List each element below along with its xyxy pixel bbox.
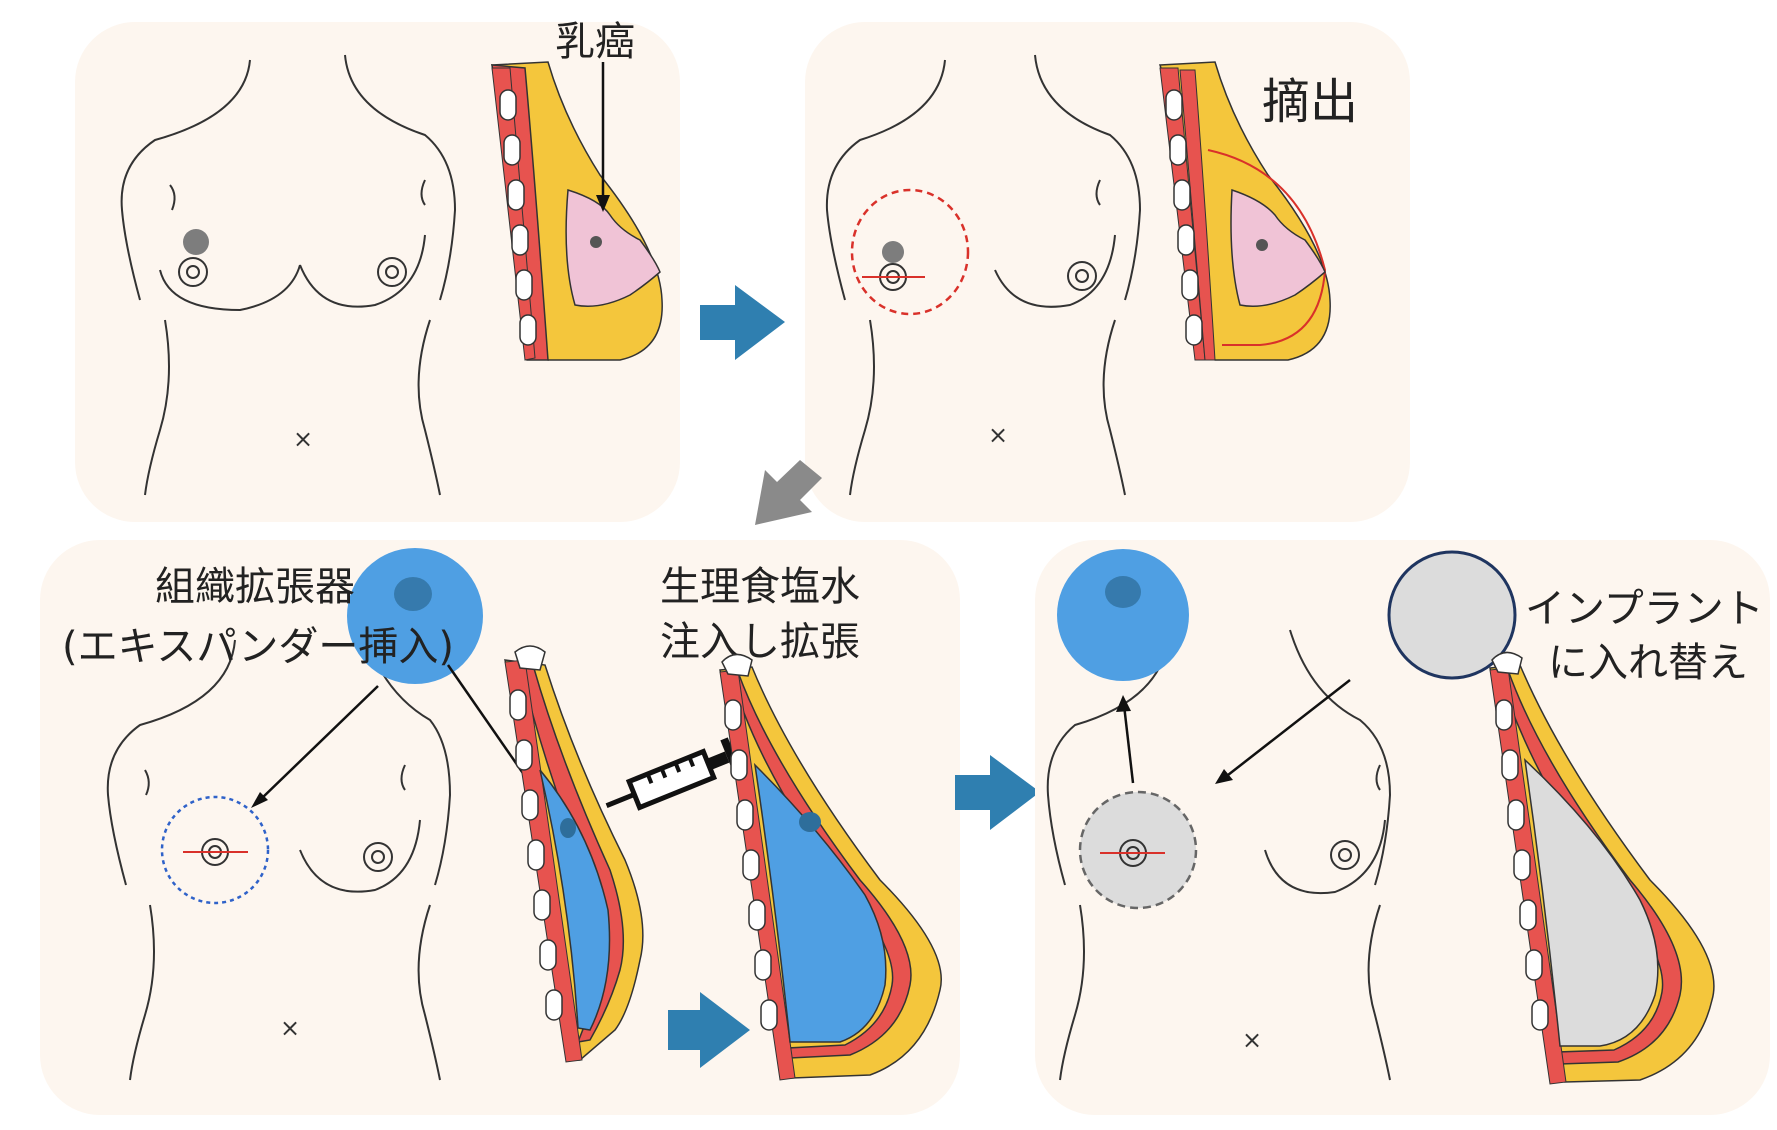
label-cancer: 乳癌 (555, 19, 635, 65)
insert-pointer (1227, 679, 1351, 776)
nipple-right (1067, 261, 1097, 291)
label-saline-line2: 注入し拡張 (660, 619, 860, 665)
arrow-right-icon (700, 285, 785, 360)
nipple-left (178, 257, 208, 287)
label-implant-line2: に入れ替え (1548, 640, 1748, 686)
tumor-dot (183, 229, 209, 255)
navel-mark: × (293, 425, 313, 453)
tumor-dot (882, 241, 904, 263)
panel-removal: × 摘出 (805, 22, 1410, 522)
expander-pointer-1 (259, 685, 379, 801)
label-removal: 摘出 (1262, 74, 1358, 130)
nipple-right (363, 842, 393, 872)
navel-mark: × (1242, 1026, 1262, 1054)
expander-site (160, 795, 270, 905)
panel-expander: × (40, 540, 960, 1115)
torso-outline (1046, 629, 1392, 1081)
panel-implant: × インプラント に入れ替え (1035, 540, 1770, 1115)
cross-section-cancer (490, 61, 663, 361)
expander-device (1057, 549, 1189, 681)
cross-section-expander-2 (719, 653, 942, 1081)
torso-outline (825, 54, 1142, 496)
removal-pointer (1122, 704, 1135, 784)
implant-device (1387, 550, 1517, 680)
torso-outline (120, 54, 457, 496)
torso-outline (106, 639, 452, 1081)
arrow-right-icon (668, 992, 750, 1068)
excision-margin (850, 188, 970, 316)
cross-section-removal (1158, 61, 1331, 361)
arrow-right-icon (955, 755, 1040, 830)
panel-bg (805, 22, 1410, 522)
panel-cancer: × 乳癌 (75, 19, 680, 522)
arrow-down-left-icon (755, 460, 822, 525)
cross-section-expander-1 (504, 645, 644, 1063)
cross-section-implant (1489, 651, 1715, 1085)
nipple-right (377, 257, 407, 287)
label-saline-line1: 生理食塩水 (660, 564, 860, 610)
navel-mark: × (280, 1014, 300, 1042)
navel-mark: × (988, 421, 1008, 449)
expander-device (347, 548, 483, 684)
label-expander-line2: (エキスパンダー挿入) (62, 624, 454, 670)
label-implant-line1: インプラント (1525, 586, 1764, 632)
label-expander-line1: 組織拡張器 (155, 564, 355, 610)
nipple-right (1330, 840, 1360, 870)
